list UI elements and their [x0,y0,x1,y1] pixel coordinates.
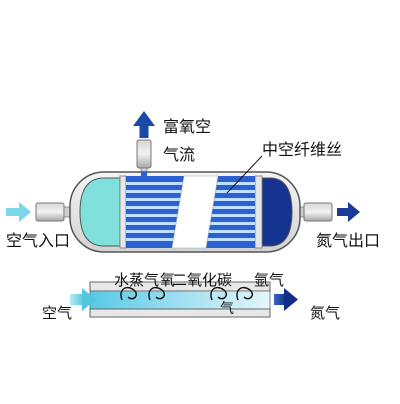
air-inlet-arrow-icon [6,202,31,222]
air-inlet-label: 空气入口 [6,231,71,250]
argon-label-line2: 气 [220,301,234,317]
nitrogen-outlet-arrow-icon [337,202,360,222]
membrane-cross-section [89,281,271,318]
swirl-arrow-1-icon [120,286,137,301]
channel-nitrogen-arrow-icon [274,288,298,311]
carbon-dioxide-label: 二氧化碳 [172,271,233,289]
nitrogen-outlet-label: 氮气出口 [316,231,381,250]
channel-air-arrow-icon [70,288,96,311]
permeation-arrows [120,286,253,301]
hollow-fiber-pointer [226,155,263,194]
swirl-arrow-4-icon [236,286,253,301]
argon-label: 氩气 [254,271,285,289]
hollow-fiber-bundle [126,172,255,249]
oxygen-rich-label-line1: 富氧空 [163,117,212,136]
swirl-arrow-3-icon [210,286,227,301]
swirl-arrow-2-icon [148,286,165,301]
oxygen-rich-label-line2: 气流 [163,145,196,164]
water-vapor-label: 水蒸气 [114,271,160,289]
hollow-fiber-label: 中空纤维丝 [262,140,343,159]
nitrogen-outlet-pipe [296,202,333,222]
channel-air-label: 空气 [42,304,73,322]
channel-nitrogen-label: 氮气 [310,304,341,322]
air-inlet-pipe [35,202,75,222]
oxygen-gas-label: 氧 [160,271,176,289]
oxygen-arrow-icon [133,111,155,138]
